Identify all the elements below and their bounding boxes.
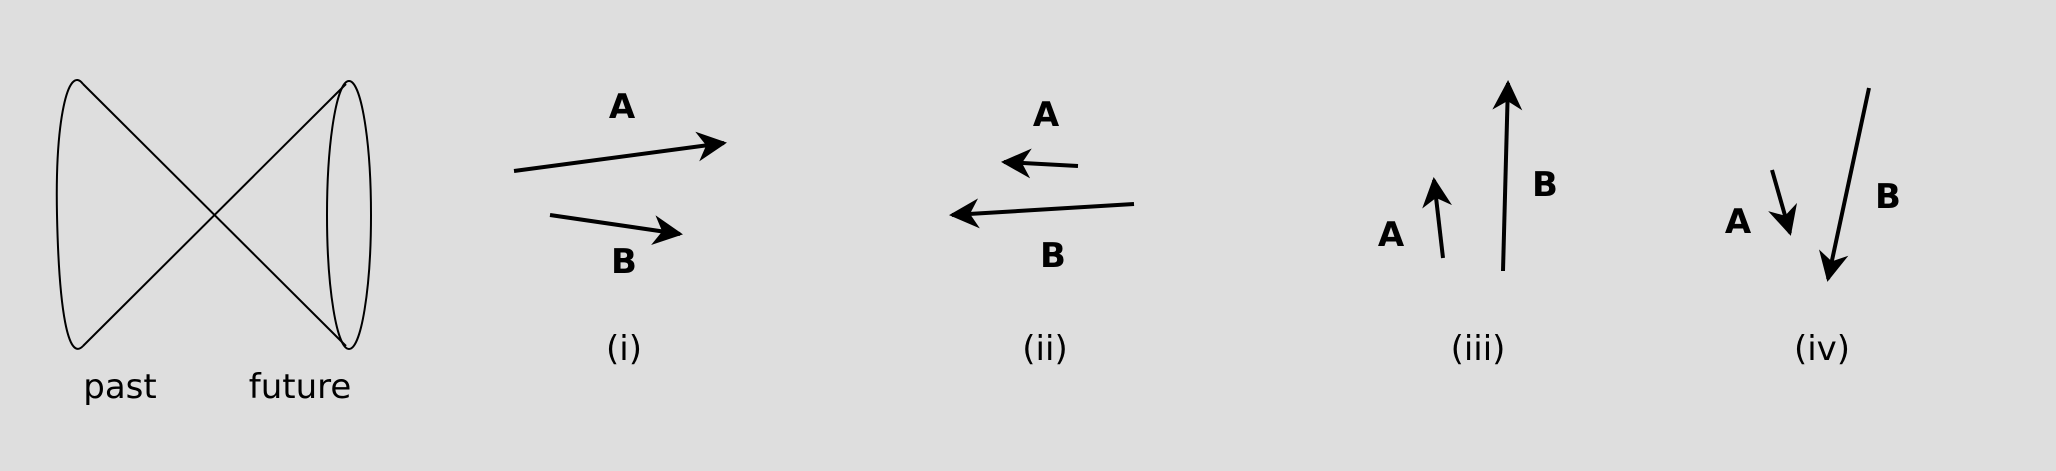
vector-a-arrow xyxy=(1001,148,1079,179)
panel-iii: A B (iii) xyxy=(1378,80,1558,369)
light-cone: past future xyxy=(55,78,372,407)
panel-i: A B (i) xyxy=(513,87,727,369)
cone-line-2 xyxy=(82,83,347,347)
vector-a-label: A xyxy=(1033,95,1060,135)
vector-b-arrow xyxy=(949,198,1135,229)
vector-a-label: A xyxy=(609,87,636,127)
vector-a-arrow xyxy=(1422,177,1452,259)
future-label: future xyxy=(249,367,352,407)
vector-a-arrow xyxy=(1768,169,1798,236)
vector-a-label: A xyxy=(1378,215,1405,255)
panel-iv: A B (iv) xyxy=(1725,87,1901,369)
vector-b-arrow xyxy=(549,213,683,245)
vector-a-label: A xyxy=(1725,202,1752,242)
vector-a-arrow xyxy=(513,131,727,173)
panel-label: (iv) xyxy=(1794,329,1850,369)
vector-b-label: B xyxy=(1040,236,1066,276)
vector-b-label: B xyxy=(611,242,637,282)
vector-b-label: B xyxy=(1532,165,1558,205)
panel-label: (i) xyxy=(606,329,642,369)
past-cone-ellipse xyxy=(55,78,84,350)
future-cone-ellipse xyxy=(326,80,372,350)
panel-label: (iii) xyxy=(1451,329,1506,369)
panel-label: (ii) xyxy=(1022,329,1067,369)
vector-b-arrow xyxy=(1819,87,1871,282)
past-label: past xyxy=(83,367,156,407)
panel-ii: A B (ii) xyxy=(949,95,1135,369)
vector-b-arrow xyxy=(1492,80,1523,272)
vector-b-label: B xyxy=(1875,177,1901,217)
